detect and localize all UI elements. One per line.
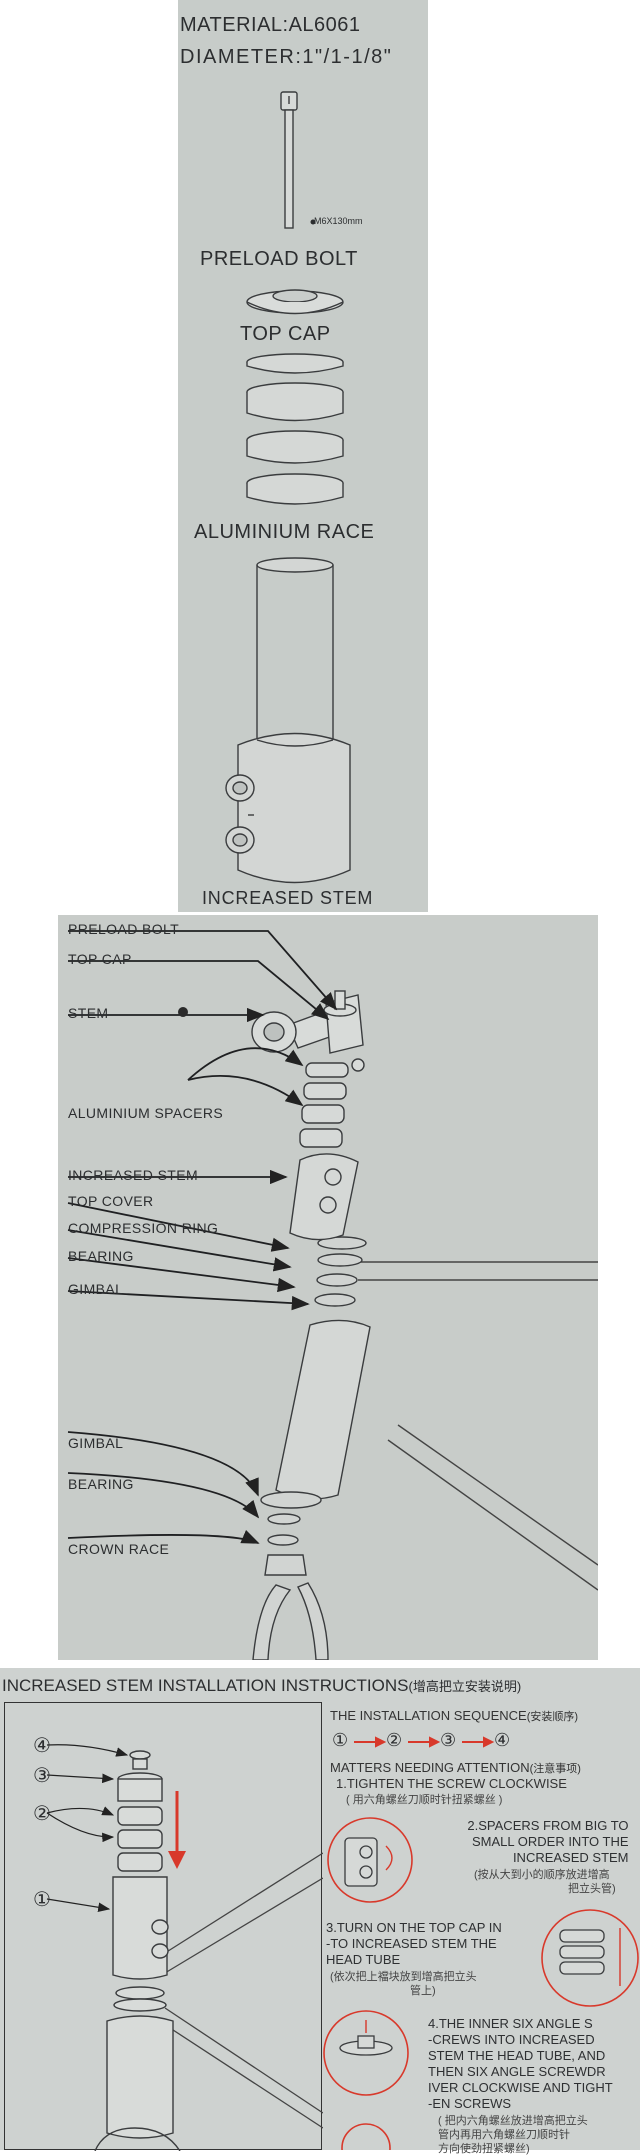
- label-gimbal-lower: GIMBAL: [68, 1435, 124, 1451]
- attention-title: MATTERS NEEDING ATTENTION(注意事项): [330, 1760, 581, 1776]
- exploded-view-panel: MATERIAL:AL6061 DIAMETER:1"/1-1/8": [178, 0, 428, 912]
- assembly-drawing: [67, 930, 598, 1660]
- step4-line-2: -CREWS INTO INCREASED: [428, 2032, 595, 2047]
- step3-line-3: HEAD TUBE: [326, 1952, 401, 1967]
- material-text: MATERIAL:AL6061: [180, 14, 361, 36]
- step3-text: 3.TURN ON THE TOP CAP IN -TO INCREASED S…: [326, 1920, 502, 1968]
- bike-frame-drawing: [358, 1261, 598, 1591]
- label-compression-ring: COMPRESSION RING: [68, 1220, 219, 1236]
- stain-mark: [178, 1007, 188, 1017]
- callout-1: ①: [33, 1889, 51, 1911]
- instructions-panel: INCREASED STEM INSTALLATION INSTRUCTIONS…: [0, 1668, 640, 2155]
- step1-cn: ( 用六角螺丝刀顺时针扭紧螺丝 ): [346, 1794, 503, 1806]
- step2-cn-line-1: (按从大到小的顺序放进增高: [474, 1869, 610, 1881]
- spacers-assembly-drawing: [299, 1062, 349, 1148]
- preload-bolt-label: PRELOAD BOLT: [200, 248, 358, 270]
- spacer-rings-drawing: [246, 353, 344, 505]
- step4-text: 4.THE INNER SIX ANGLE S -CREWS INTO INCR…: [428, 2016, 613, 2112]
- sequence-title: THE INSTALLATION SEQUENCE(安装顺序): [330, 1708, 578, 1724]
- label-aluminium-spacers: ALUMINIUM SPACERS: [68, 1105, 224, 1121]
- instructions-title: INCREASED STEM INSTALLATION INSTRUCTIONS…: [2, 1676, 521, 1696]
- step4-line-6: -EN SCREWS: [428, 2096, 512, 2111]
- step2-line-2: SMALL ORDER INTO THE: [472, 1834, 629, 1849]
- step2-line-1: 2.SPACERS FROM BIG TO: [467, 1818, 629, 1833]
- step3-cn-line-1: (依次把上襠块放到增高把立头: [330, 1971, 477, 1983]
- label-bearing-upper: BEARING: [68, 1248, 134, 1264]
- step4-line-3: STEM THE HEAD TUBE, AND: [428, 2048, 606, 2063]
- step4-line-4: THEN SIX ANGLE SCREWDR: [428, 2064, 606, 2079]
- step4-line-5: IVER CLOCKWISE AND TIGHT: [428, 2080, 613, 2095]
- callout-4: ④: [33, 1735, 51, 1757]
- attention-title-cn: (注意事项): [529, 1763, 581, 1775]
- step3-cn-line-2: 管上): [410, 1985, 436, 1997]
- bolt-size-text: M6X130mm: [314, 216, 363, 226]
- step3-cn: (依次把上襠块放到增高把立头 管上): [330, 1970, 477, 1998]
- sequence-diagram-drawing: [46, 1744, 323, 2151]
- sequence-row: ① ② ③ ④: [332, 1730, 532, 1754]
- increased-stem-label: INCREASED STEM: [202, 888, 374, 908]
- step2-cn-line-2: 把立头管): [568, 1883, 616, 1895]
- leader-arrows: [67, 930, 338, 1544]
- step4-cn-line-2: 管内再用六角螺丝刀顺时针: [438, 2129, 570, 2141]
- exploded-parts-drawing: [225, 91, 351, 884]
- attention-title-text: MATTERS NEEDING ATTENTION: [330, 1760, 530, 1775]
- callout-2: ②: [33, 1803, 51, 1825]
- upper-bearing-stack-drawing: [314, 1236, 367, 1307]
- increased-stem-drawing: [225, 557, 351, 884]
- step2-line-3: INCREASED STEM: [512, 1850, 629, 1865]
- label-increased-stem: INCREASED STEM: [68, 1167, 199, 1183]
- sequence-diagram-box: ④ ③ ② ①: [4, 1702, 323, 2151]
- step2-text: 2.SPACERS FROM BIG TO SMALL ORDER INTO T…: [458, 1818, 629, 1866]
- sequence-step-3: ③: [440, 1730, 457, 1750]
- label-preload-bolt: PRELOAD BOLT: [68, 921, 180, 937]
- sequence-step-1: ①: [332, 1730, 349, 1750]
- head-tube-drawing: [275, 1319, 371, 1500]
- aluminium-race-label: ALUMINIUM RACE: [194, 521, 375, 543]
- step4-line-1: 4.THE INNER SIX ANGLE S: [428, 2016, 593, 2031]
- top-cap-drawing: [246, 289, 344, 315]
- top-cap-label: TOP CAP: [240, 323, 331, 345]
- assembly-diagram-panel: PRELOAD BOLT TOP CAP STEM ALUMINIUM SPAC…: [58, 915, 598, 1660]
- label-gimbal-upper: GIMBAL: [68, 1281, 124, 1297]
- preload-bolt-drawing: [280, 91, 298, 229]
- step3-line-1: 3.TURN ON THE TOP CAP IN: [326, 1920, 502, 1935]
- sequence-title-text: THE INSTALLATION SEQUENCE: [330, 1708, 527, 1723]
- instructions-title-text: INCREASED STEM INSTALLATION INSTRUCTIONS: [2, 1676, 409, 1695]
- label-stem: STEM: [68, 1005, 109, 1021]
- step1-text: 1.TIGHTEN THE SCREW CLOCKWISE: [336, 1776, 567, 1791]
- step3-line-2: -TO INCREASED STEM THE: [326, 1936, 497, 1951]
- sequence-arrows: [354, 1736, 495, 1748]
- label-top-cover: TOP COVER: [68, 1193, 154, 1209]
- sequence-step-2: ②: [386, 1730, 403, 1750]
- step4-cn-line-1: ( 把内六角螺丝放进增高把立头: [438, 2115, 588, 2127]
- label-bearing-lower: BEARING: [68, 1476, 134, 1492]
- step4-cn-line-3: 方向使劲扭紧螺丝): [438, 2143, 530, 2155]
- fork-drawing: [252, 1491, 329, 1660]
- label-crown-race: CROWN RACE: [68, 1541, 170, 1557]
- step2-cn: (按从大到小的顺序放进增高 把立头管): [474, 1868, 616, 1896]
- sequence-step-4: ④: [494, 1730, 511, 1750]
- sequence-title-cn: (安装顺序): [526, 1711, 579, 1723]
- instruction-illustrations: [323, 1817, 639, 2150]
- callout-3: ③: [33, 1765, 51, 1787]
- diameter-text: DIAMETER:1"/1-1/8": [180, 46, 393, 68]
- increased-stem-assembly-drawing: [289, 1153, 359, 1241]
- instructions-title-cn: (增高把立安装说明): [408, 1679, 522, 1694]
- label-top-cap: TOP CAP: [68, 951, 132, 967]
